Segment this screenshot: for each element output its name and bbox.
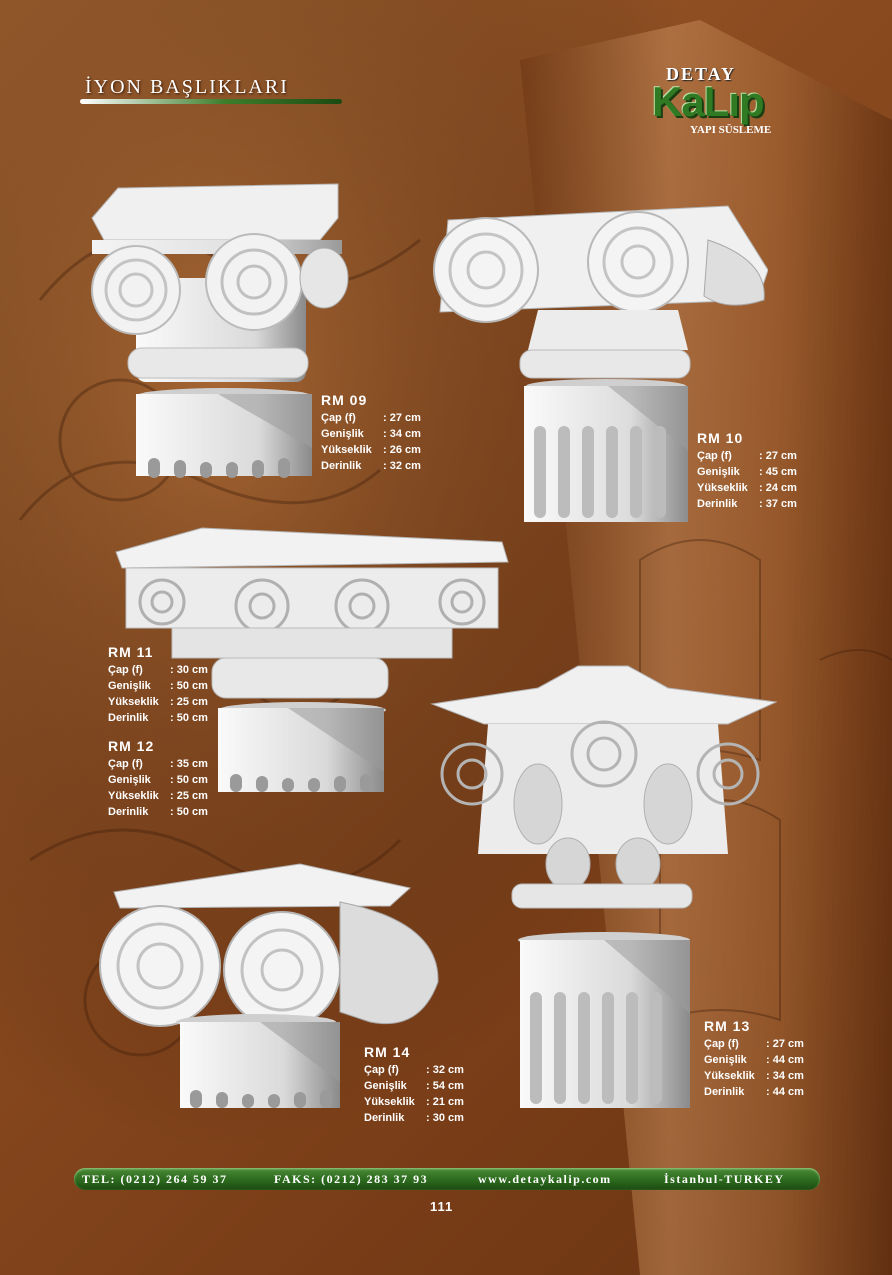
page-number: 111: [430, 1199, 454, 1214]
spec-label: Çap (f): [697, 450, 732, 462]
product-code: RM 10: [697, 430, 744, 446]
product-code: RM 11: [108, 644, 154, 660]
spec-label: Genişlik: [108, 680, 151, 692]
contact-footer-bar: TEL: (0212) 264 59 37 FAKS: (0212) 283 3…: [74, 1168, 820, 1190]
product-code: RM 13: [704, 1018, 751, 1034]
spec-value: : 25 cm: [170, 696, 208, 708]
spec-value: : 50 cm: [170, 712, 208, 724]
spec-label: Çap (f): [704, 1038, 739, 1050]
spec-block-rm14: RM 14 Çap (f) : 32 cm Genişlik : 54 cm Yük…: [364, 1044, 464, 1126]
spec-label: Çap (f): [321, 412, 356, 424]
spec-value: : 50 cm: [170, 774, 208, 786]
logo-top-text: DETAY: [666, 64, 737, 84]
product-code: RM 09: [321, 392, 368, 408]
spec-label: Genişlik: [321, 428, 364, 440]
spec-label: Yükseklik: [697, 482, 748, 494]
spec-label: Çap (f): [364, 1064, 399, 1076]
spec-block-rm12: RM 12 Çap (f) : 35 cm Genişlik : 50 cm Yük…: [108, 738, 208, 820]
spec-value: : 30 cm: [170, 664, 208, 676]
spec-value: : 27 cm: [766, 1038, 804, 1050]
spec-label: Yükseklik: [364, 1096, 415, 1108]
brand-logo: DETAY KaLıp YAPI SÜSLEME: [652, 64, 812, 144]
spec-label: Yükseklik: [704, 1070, 755, 1082]
spec-label: Derinlik: [364, 1112, 405, 1124]
capital-image-rm09: [91, 183, 349, 478]
spec-label: Derinlik: [697, 498, 738, 510]
capital-image-rm13: [430, 665, 778, 1108]
spec-value: : 37 cm: [759, 498, 797, 510]
footer-fax: FAKS: (0212) 283 37 93: [274, 1172, 429, 1186]
spec-value: : 32 cm: [426, 1064, 464, 1076]
spec-label: Yükseklik: [108, 790, 159, 802]
spec-value: : 26 cm: [383, 444, 421, 456]
spec-block-rm13: RM 13 Çap (f) : 27 cm Genişlik : 44 cm Yük…: [704, 1018, 804, 1100]
spec-value: : 27 cm: [383, 412, 421, 424]
title-underline: [80, 99, 342, 104]
logo-subtitle: YAPI SÜSLEME: [690, 124, 772, 136]
spec-label: Yükseklik: [321, 444, 372, 456]
spec-block-rm10: RM 10 Çap (f) : 27 cm Genişlik : 45 cm Yük…: [697, 430, 797, 512]
product-code: RM 12: [108, 738, 155, 754]
spec-value: : 45 cm: [759, 466, 797, 478]
capital-image-rm10: [433, 205, 768, 522]
spec-label: Derinlik: [321, 460, 362, 472]
page-title: İYON BAŞLIKLARI: [85, 76, 289, 98]
spec-value: : 44 cm: [766, 1086, 804, 1098]
footer-phone: TEL: (0212) 264 59 37: [82, 1172, 228, 1186]
spec-value: : 34 cm: [766, 1070, 804, 1082]
spec-value: : 32 cm: [383, 460, 421, 472]
footer-website[interactable]: www.detaykalip.com: [478, 1172, 612, 1186]
spec-label: Derinlik: [704, 1086, 745, 1098]
spec-label: Çap (f): [108, 758, 143, 770]
spec-value: : 54 cm: [426, 1080, 464, 1092]
spec-label: Çap (f): [108, 664, 143, 676]
spec-value: : 21 cm: [426, 1096, 464, 1108]
spec-value: : 34 cm: [383, 428, 421, 440]
spec-label: Derinlik: [108, 712, 149, 724]
spec-value: : 27 cm: [759, 450, 797, 462]
spec-value: : 50 cm: [170, 806, 208, 818]
spec-value: : 50 cm: [170, 680, 208, 692]
spec-block-rm11: RM 11 Çap (f) : 30 cm Genişlik : 50 cm Yük…: [108, 644, 208, 726]
spec-label: Derinlik: [108, 806, 149, 818]
footer-location: İstanbul-TURKEY: [664, 1172, 785, 1186]
spec-value: : 25 cm: [170, 790, 208, 802]
spec-value: : 24 cm: [759, 482, 797, 494]
spec-label: Genişlik: [108, 774, 151, 786]
spec-label: Yükseklik: [108, 696, 159, 708]
spec-label: Genişlik: [364, 1080, 407, 1092]
logo-main-text: KaLıp: [652, 78, 765, 125]
spec-value: : 44 cm: [766, 1054, 804, 1066]
spec-value: : 30 cm: [426, 1112, 464, 1124]
product-code: RM 14: [364, 1044, 411, 1060]
capital-image-rm14: [99, 863, 439, 1108]
spec-label: Genişlik: [697, 466, 740, 478]
capital-image-rm11: [115, 527, 509, 792]
spec-value: : 35 cm: [170, 758, 208, 770]
spec-label: Genişlik: [704, 1054, 747, 1066]
spec-block-rm09: RM 09 Çap (f) : 27 cm Genişlik : 34 cm Yük…: [321, 392, 421, 474]
